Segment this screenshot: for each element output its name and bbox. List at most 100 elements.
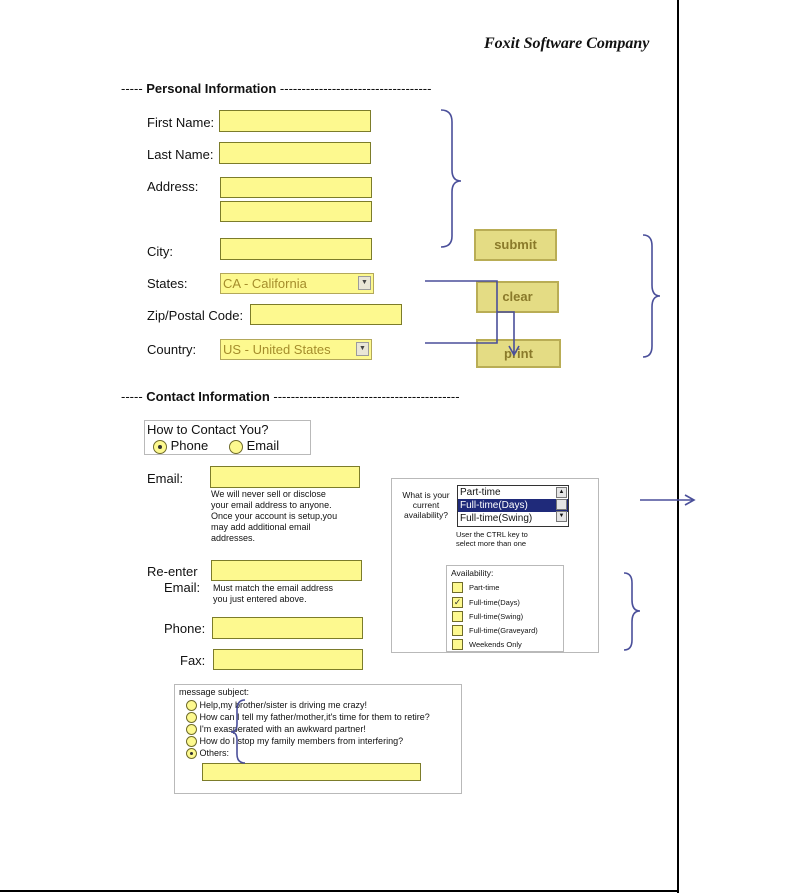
states-select[interactable]: CA - California ▼ [220,273,374,294]
checkbox-full-time-swing[interactable] [452,611,463,622]
reenter-email-field[interactable] [211,560,362,581]
message-option-label: How can I tell my father/mother,it's tim… [199,712,430,722]
country-select[interactable]: US - United States ▼ [220,339,372,360]
address-line1-field[interactable] [220,177,372,198]
scroll-thumb[interactable] [556,499,567,510]
availability-panel: What is your current availability? Part-… [391,478,599,653]
section-dash-right: ----------------------------------- [276,81,432,96]
others-text-field[interactable] [202,763,421,781]
availability-checkbox-group: Availability: Part-time ✓ Full-time(Days… [446,565,564,652]
message-option-others[interactable]: Others: [186,748,230,760]
message-subject-title: message subject: [179,687,250,697]
message-radio[interactable] [186,700,197,712]
contact-section-title: ----- Contact Information --------------… [121,389,460,404]
phone-field[interactable] [212,617,363,639]
arrow-states-line [425,280,498,344]
contact-method-label: How to Contact You? [147,422,269,437]
phone-radio[interactable] [153,439,167,454]
zip-label: Zip/Postal Code: [147,308,244,323]
availability-checks-title: Availability: [451,568,494,578]
message-option[interactable]: How do I stop my family members from int… [186,736,404,748]
message-option[interactable]: How can I tell my father/mother,it's tim… [186,712,430,724]
message-option-label: Help,my brother/sister is driving me cra… [199,700,368,710]
checkbox-part-time[interactable] [452,582,463,593]
arrow-to-print [497,311,515,354]
print-button[interactable]: print [476,339,561,368]
email-field[interactable] [210,466,360,488]
last-name-field[interactable] [219,142,371,164]
states-label: States: [147,276,188,291]
email-note: We will never sell or disclose your emai… [211,489,337,544]
reenter-note-line: you just entered above. [213,594,307,604]
message-option-label: How do I stop my family members from int… [199,736,404,746]
contact-email-option[interactable]: Email [229,438,279,454]
reenter-label-line2: Email: [164,580,201,595]
availability-question-line: current [412,500,440,510]
email-note-line: addresses. [211,533,256,543]
phone-radio-label: Phone [170,438,209,453]
states-select-value: CA - California [223,276,307,291]
country-select-value: US - United States [223,342,331,357]
message-option[interactable]: I'm exasperated with an awkward partner! [186,724,366,736]
city-field[interactable] [220,238,372,260]
scroll-down-icon[interactable]: ▼ [556,511,567,522]
checkbox-label: Full-time(Days) [469,598,520,607]
checkbox-weekends-only[interactable] [452,639,463,650]
message-radio[interactable] [186,712,197,724]
page-bottom-edge [0,890,679,892]
availability-question: What is your current availability? [395,490,457,520]
availability-listbox[interactable]: Part-time Full-time(Days) Full-time(Swin… [457,485,569,527]
address-line2-field[interactable] [220,201,372,222]
checkbox-label: Part-time [469,583,500,592]
phone-label: Phone: [164,621,206,636]
message-radio-selected[interactable] [186,748,197,760]
zip-field[interactable] [250,304,402,325]
checkbox-label: Full-time(Swing) [469,612,524,621]
first-name-label: First Name: [147,115,215,130]
checkbox-full-time-graveyard[interactable] [452,625,463,636]
brace-message-subject [230,699,246,764]
city-label: City: [147,244,173,259]
personal-section-label: Personal Information [146,81,277,96]
personal-section-title: ----- Personal Information -------------… [121,81,431,96]
chevron-down-icon[interactable]: ▼ [358,276,371,290]
listbox-option-full-time-days[interactable]: Full-time(Days) [458,499,568,512]
availability-hint: User the CTRL key to select more than on… [456,530,528,548]
listbox-option-full-time-swing[interactable]: Full-time(Swing) [460,513,533,524]
message-radio[interactable] [186,736,197,748]
email-label: Email: [147,471,184,486]
section-dash-right: ----------------------------------------… [269,389,460,404]
message-option[interactable]: Help,my brother/sister is driving me cra… [186,700,368,712]
first-name-field[interactable] [219,110,371,132]
arrowhead-print [508,345,520,357]
listbox-scrollbar[interactable]: ▲ ▼ [556,487,567,524]
section-dash-left: ----- [121,81,147,96]
message-subject-panel: message subject: Help,my brother/sister … [174,684,462,794]
availability-hint-line: select more than one [456,539,527,548]
page-edge [677,0,679,893]
email-note-line: may add additional email [211,522,311,532]
contact-section-label: Contact Information [146,389,270,404]
listbox-option-part-time[interactable]: Part-time [460,487,501,498]
last-name-label: Last Name: [147,147,214,162]
fax-field[interactable] [213,649,363,670]
clear-button[interactable]: clear [476,281,559,313]
scroll-up-icon[interactable]: ▲ [556,487,567,498]
submit-button[interactable]: submit [474,229,557,261]
fax-label: Fax: [180,653,206,668]
chevron-down-icon[interactable]: ▼ [356,342,369,356]
contact-phone-option[interactable]: Phone [153,438,208,454]
availability-question-line: What is your [402,490,450,500]
checkbox-label: Full-time(Graveyard) [469,626,538,635]
message-radio[interactable] [186,724,197,736]
address-label: Address: [147,179,199,194]
availability-hint-line: User the CTRL key to [456,530,528,539]
email-radio[interactable] [229,439,243,454]
checkbox-full-time-days[interactable]: ✓ [452,597,463,608]
reenter-label-line1: Re-enter [147,564,198,579]
contact-method-group: How to Contact You? Phone Email [144,420,311,455]
reenter-note-line: Must match the email address [213,583,334,593]
section-dash-left: ----- [121,389,147,404]
message-option-label: Others: [199,748,230,758]
